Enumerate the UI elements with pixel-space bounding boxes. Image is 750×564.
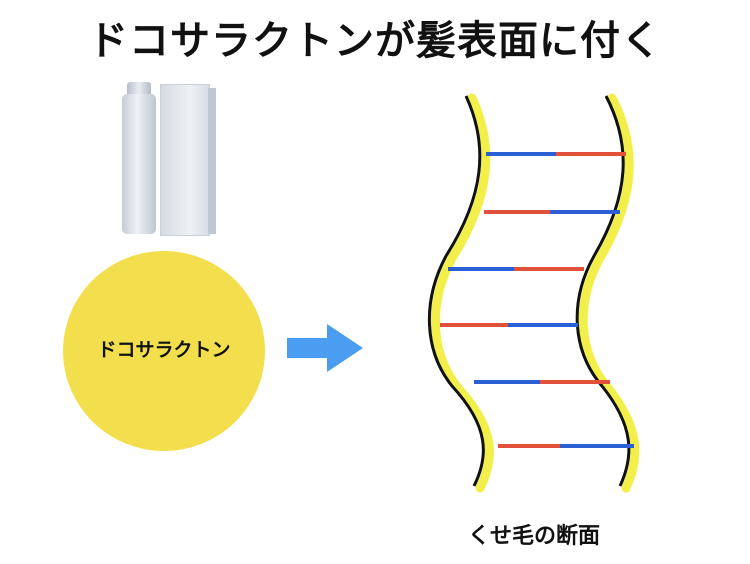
strand-left-edge: [427, 95, 485, 487]
coating-right: [578, 93, 640, 493]
product-box-image: [160, 84, 210, 236]
circle-label: ドコサラクトン: [97, 339, 231, 361]
docosalactone-circle: [63, 251, 265, 451]
page-title: ドコサラクトンが髪表面に付く: [88, 18, 662, 64]
strand-right-edge: [575, 95, 631, 487]
product-box-side: [208, 88, 216, 234]
coating-left: [430, 93, 494, 493]
right-arrow-icon: [287, 324, 363, 372]
hair-strand-illustration: [427, 93, 640, 493]
cross-section-caption: くせ毛の断面: [467, 524, 600, 549]
product-bottle-image: [122, 94, 156, 234]
